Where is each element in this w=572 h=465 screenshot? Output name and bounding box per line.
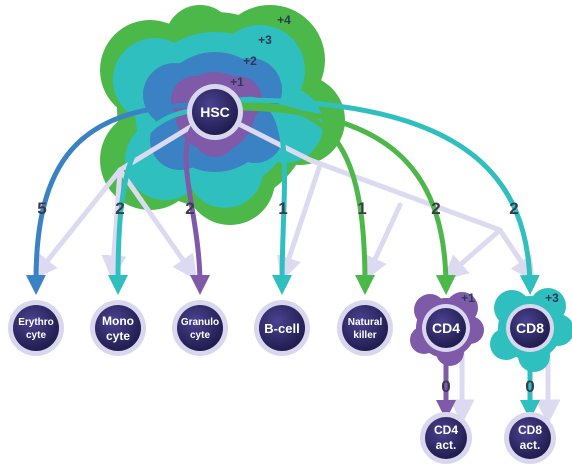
- colored-lineage-arrows: [25, 96, 540, 420]
- cell-node-cd8: CD8: [506, 304, 554, 352]
- cell-node-cd4-act: CD4 act.: [420, 412, 472, 464]
- b-cell-number: 1: [278, 199, 287, 218]
- monocyte-arrow: [108, 107, 198, 295]
- cd4-number: 2: [431, 199, 440, 218]
- cell-node-granulocyte: Granulo cyte: [172, 300, 228, 356]
- cd8-badge: +3: [545, 291, 559, 305]
- cd4-act-number: 0: [441, 377, 450, 396]
- cd4-act-label-2: act.: [436, 438, 457, 452]
- granulocyte-number: 2: [185, 199, 194, 218]
- natural-killer-arrow: [237, 102, 375, 295]
- cd4-label: CD4: [432, 320, 460, 336]
- natural-killer-number: 1: [357, 199, 366, 218]
- cd8-arrow: [237, 97, 540, 295]
- cell-node-cd4: CD4: [422, 304, 470, 352]
- cd4-arrow: [237, 105, 456, 295]
- cd8-act-number: 0: [525, 377, 534, 396]
- hsc-node: HSC: [187, 84, 243, 140]
- natural-killer-label-1: Natural: [348, 317, 383, 328]
- ring-label-1: +1: [230, 75, 244, 89]
- ring-labels: +1 +2 +3 +4: [230, 13, 291, 89]
- hsc-label: HSC: [200, 104, 230, 120]
- erythrocyte-label-2: cyte: [26, 330, 46, 341]
- granulocyte-arrow: [183, 117, 210, 295]
- cell-node-cd8-act: CD8 act.: [504, 412, 556, 464]
- granulocyte-label-1: Granulo: [181, 317, 219, 328]
- monocyte-number: 2: [115, 199, 124, 218]
- cd4-act-label-1: CD4: [434, 423, 458, 437]
- cell-node-erythrocyte: Erythro cyte: [8, 300, 64, 356]
- lineage-numbers: 5 2 2 1 1 2 2 0 0: [37, 199, 534, 396]
- cell-node-b-cell: B-cell: [254, 300, 310, 356]
- natural-killer-label-2: killer: [353, 330, 376, 341]
- erythrocyte-number: 5: [37, 199, 46, 218]
- cell-node-natural-killer: Natural killer: [337, 300, 393, 356]
- erythrocyte-label-1: Erythro: [18, 317, 54, 328]
- erythrocyte-arrow: [25, 102, 193, 295]
- ring-label-3: +3: [258, 33, 272, 47]
- cd8-act-label-2: act.: [520, 438, 541, 452]
- cd4-badge: +1: [461, 291, 475, 305]
- ring-label-4: +4: [277, 13, 291, 27]
- cell-node-monocyte: Mono cyte: [90, 300, 146, 356]
- monocyte-label-2: cyte: [106, 329, 130, 343]
- granulocyte-label-2: cyte: [190, 330, 210, 341]
- monocyte-label-1: Mono: [102, 314, 134, 328]
- cd8-label: CD8: [516, 320, 544, 336]
- cd8-act-label-1: CD8: [518, 423, 542, 437]
- ring-label-2: +2: [243, 54, 257, 68]
- cd8-number: 2: [509, 199, 518, 218]
- b-cell-label: B-cell: [264, 321, 299, 336]
